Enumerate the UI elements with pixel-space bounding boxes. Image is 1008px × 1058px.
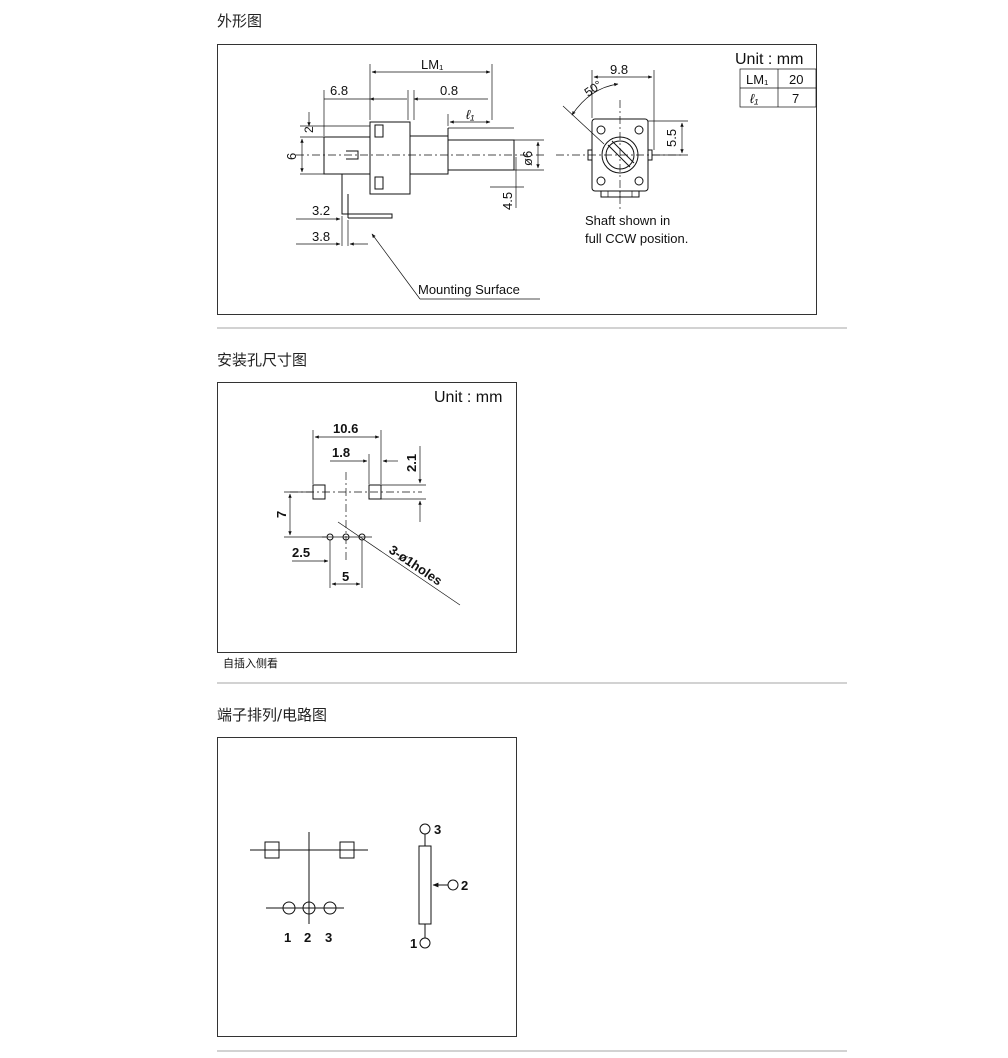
mounting-surface-label: Mounting Surface	[418, 282, 520, 297]
dim-9-8: 9.8	[610, 62, 628, 77]
dim-2-5: 2.5	[292, 545, 310, 560]
dim-2: 2	[302, 126, 316, 133]
front-view	[556, 100, 684, 212]
dim-3-8: 3.8	[312, 229, 330, 244]
shaft-note-line-1: Shaft shown in	[585, 213, 670, 228]
terminal-circuit-panel	[217, 737, 517, 1037]
dim-7: 7	[274, 511, 289, 518]
holes-callout: 3-ø1holes	[386, 542, 445, 588]
mounting-unit-label: Unit : mm	[434, 389, 502, 406]
shaft-note-line-2: full CCW position.	[585, 231, 688, 246]
section-title-outline: 外形图	[217, 12, 263, 30]
circuit-terminal-2: 2	[461, 878, 468, 893]
dim-angle-50: 50°	[582, 77, 605, 99]
table-value-l1: 7	[792, 91, 799, 106]
terminal-layout: 1 2 3	[250, 832, 368, 945]
pin-label-2: 2	[304, 930, 311, 945]
mounting-note: 自插入侧看	[223, 657, 278, 670]
pin-label-1: 1	[284, 930, 291, 945]
outline-drawing-panel	[217, 44, 817, 315]
side-view	[296, 121, 544, 219]
dim-5-5: 5.5	[664, 129, 679, 147]
dim-3-2: 3.2	[312, 203, 330, 218]
dim-10-6: 10.6	[333, 421, 358, 436]
mounting-hole-panel	[217, 382, 517, 653]
divider	[217, 682, 847, 684]
table-key-lm: LM₁	[746, 72, 769, 87]
table-key-l1: ℓ₁	[750, 91, 758, 106]
section-title-mounting: 安装孔尺寸图	[217, 351, 308, 369]
circuit-diagram: 3 2 1	[410, 822, 468, 951]
table-value-lm: 20	[789, 72, 803, 87]
dim-6: 6	[284, 153, 299, 160]
dim-phi-6: ø6	[520, 151, 535, 166]
dim-0-8: 0.8	[440, 83, 458, 98]
divider	[217, 327, 847, 329]
dim-6-8: 6.8	[330, 83, 348, 98]
pin-label-3: 3	[325, 930, 332, 945]
dim-4-5: 4.5	[500, 192, 515, 210]
dim-1-8: 1.8	[332, 445, 350, 460]
unit-table: Unit : mm LM₁ 20 ℓ₁ 7	[735, 51, 817, 108]
dim-l1: ℓ₁	[466, 107, 474, 122]
section-title-terminal: 端子排列/电路图	[217, 706, 328, 724]
dim-5: 5	[342, 569, 349, 584]
unit-label: Unit : mm	[735, 51, 803, 68]
circuit-terminal-3: 3	[434, 822, 441, 837]
divider	[217, 1050, 847, 1052]
circuit-terminal-1: 1	[410, 936, 417, 951]
dim-2-1: 2.1	[404, 454, 419, 472]
dim-lm1: LM₁	[421, 57, 444, 72]
